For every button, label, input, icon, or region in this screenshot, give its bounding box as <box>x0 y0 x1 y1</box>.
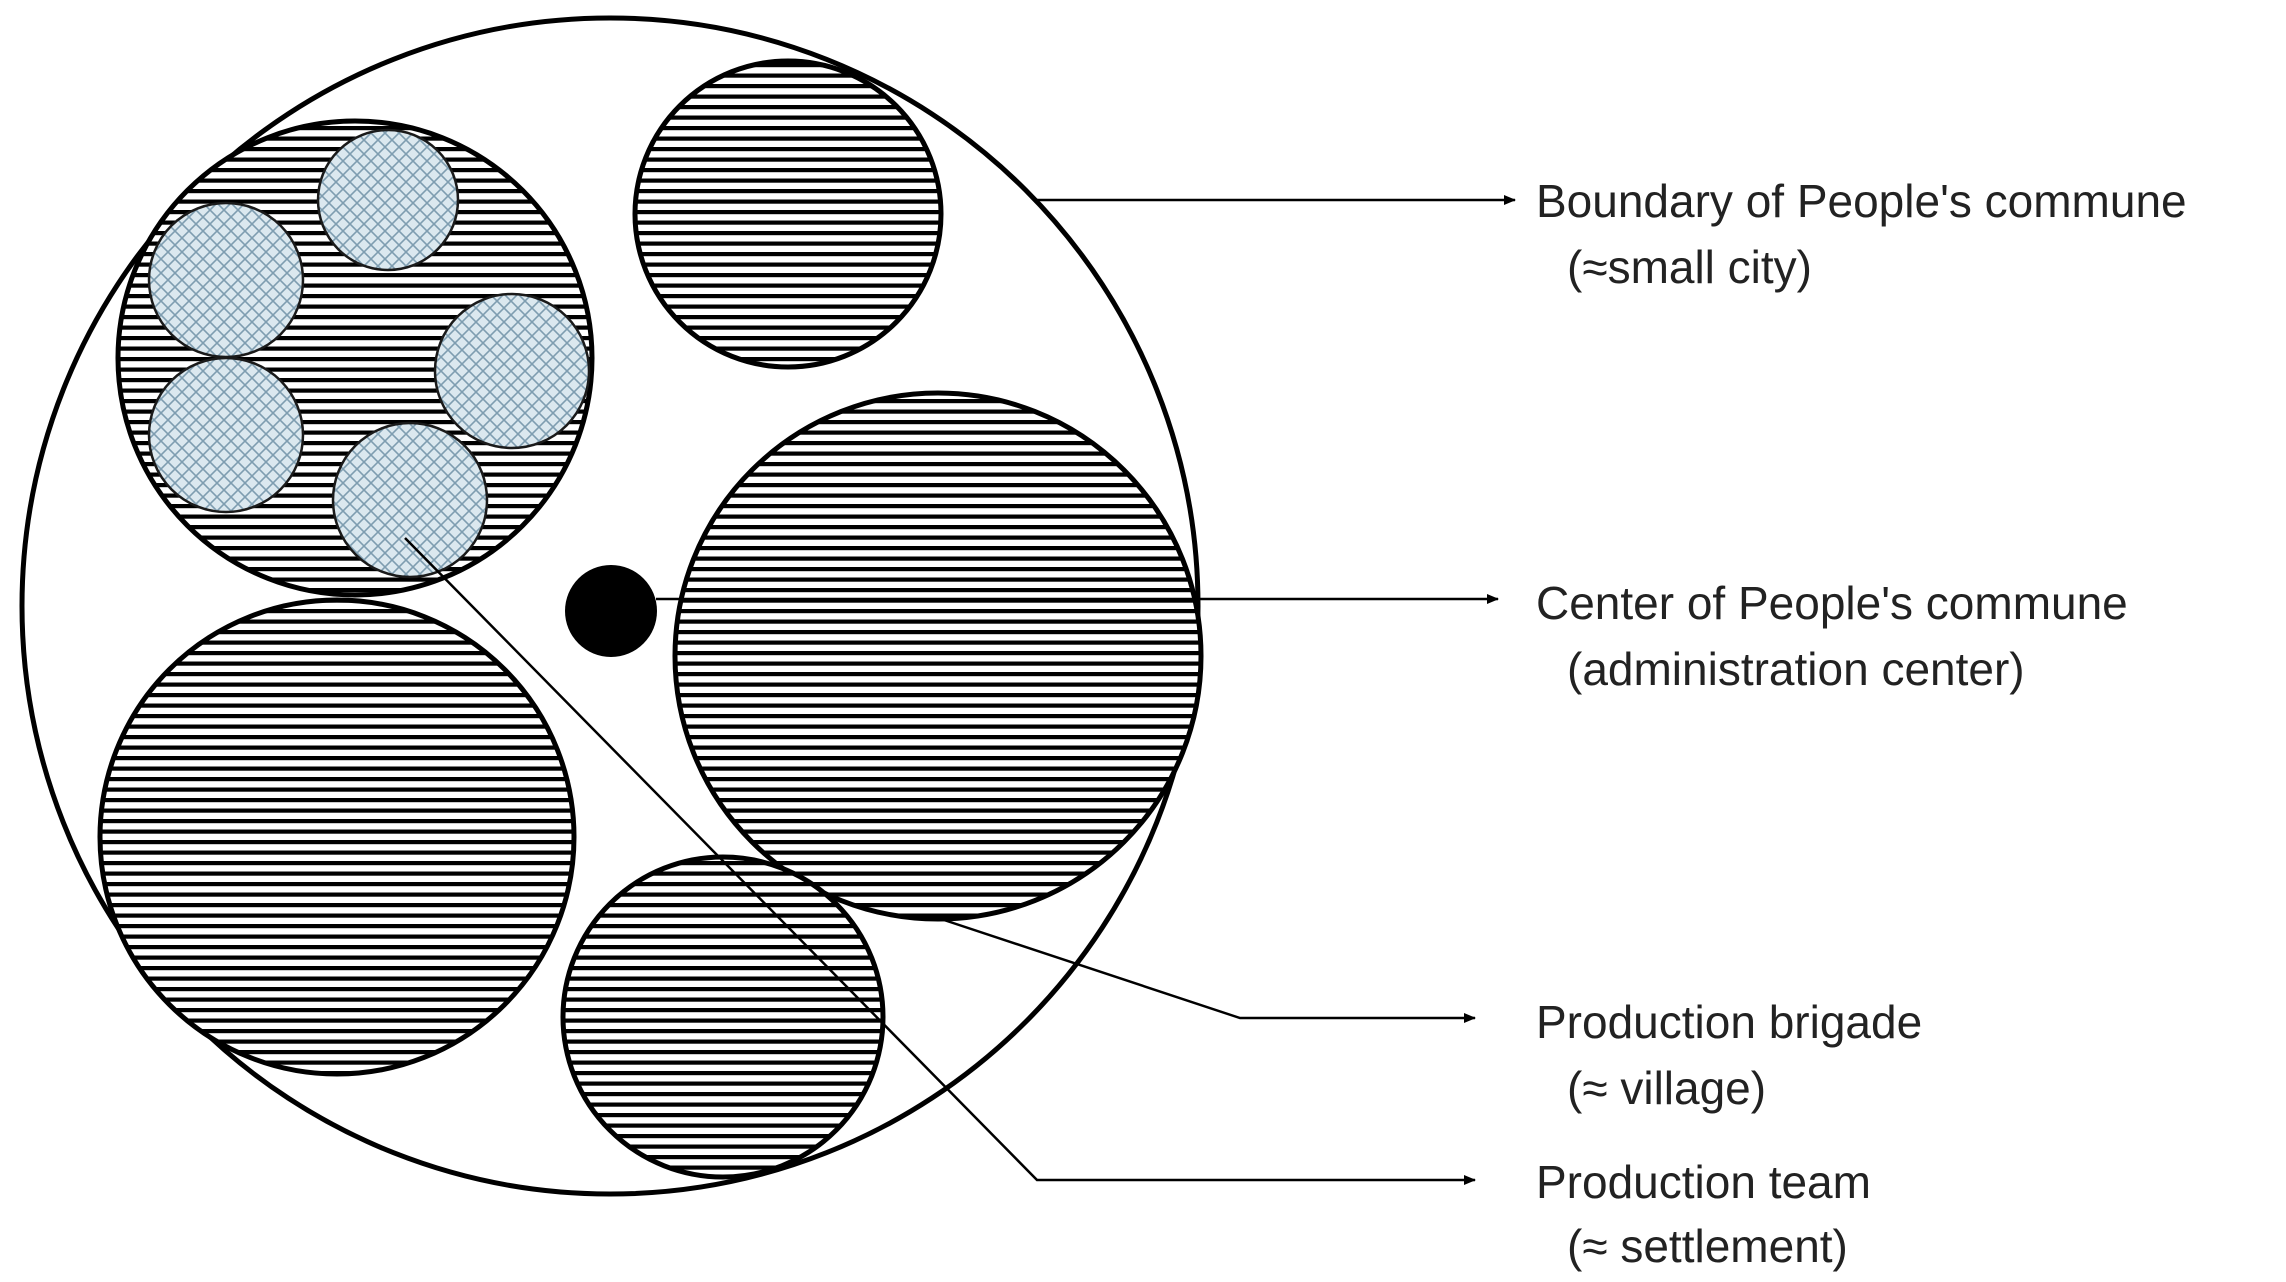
boundary-label-line1: Boundary of People's commune <box>1536 175 2187 227</box>
brigade-sublabel: (≈ village) <box>1567 1062 1766 1114</box>
center-label: Center of People's commune <box>1536 577 2128 629</box>
center-label-line1: Center of People's commune <box>1536 577 2128 629</box>
team-sublabel: (≈ settlement) <box>1567 1220 1848 1272</box>
brigade-circle-bottom <box>560 854 886 1180</box>
brigade-label: Production brigade <box>1536 996 1922 1048</box>
leader-line-brigade <box>937 916 1476 1023</box>
team-label-line2: (≈ settlement) <box>1567 1220 1848 1272</box>
team-circle-1 <box>316 128 460 272</box>
boundary-label-line2: (≈small city) <box>1567 241 1812 293</box>
team-circle-2 <box>147 201 305 359</box>
team-label: Production team <box>1536 1156 1871 1208</box>
leader-line-team <box>404 537 1476 1185</box>
brigade-circle-right <box>672 390 1204 922</box>
team-circle-3 <box>433 292 591 450</box>
center-label-line2: (administration center) <box>1567 643 2025 695</box>
brigade-circle-top <box>632 58 944 370</box>
center-sublabel: (administration center) <box>1567 643 2025 695</box>
brigade-circle-bottom-left <box>97 597 577 1077</box>
team-circle-4 <box>147 356 305 514</box>
team-circle-5 <box>331 421 489 579</box>
brigade-label-line2: (≈ village) <box>1567 1062 1766 1114</box>
team-label-line1: Production team <box>1536 1156 1871 1208</box>
boundary-sublabel: (≈small city) <box>1567 241 1812 293</box>
brigade-label-line1: Production brigade <box>1536 996 1922 1048</box>
boundary-label: Boundary of People's commune <box>1536 175 2187 227</box>
center-dot <box>565 565 657 657</box>
